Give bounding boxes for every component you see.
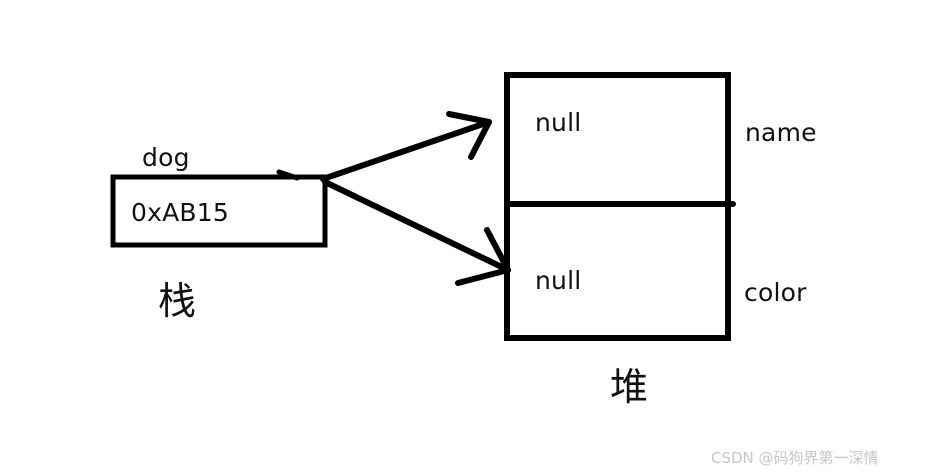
stack-cell-value: 0xAB15 xyxy=(131,198,229,227)
arrow-to-color-field xyxy=(322,179,511,286)
heap-region-label: 堆 xyxy=(610,365,649,409)
pen-tick-mark xyxy=(276,169,300,181)
arrow-to-name-field xyxy=(320,111,492,182)
watermark: CSDN @码狗界第一深情 xyxy=(711,449,879,467)
heap-color-field-label: color xyxy=(744,278,807,307)
heap-name-value: null xyxy=(535,108,582,137)
stack-variable-label: dog xyxy=(142,143,190,172)
stack-region-label: 栈 xyxy=(158,279,197,323)
heap-color-value: null xyxy=(535,266,582,295)
heap-name-field-label: name xyxy=(745,118,817,147)
stack-box xyxy=(110,174,328,248)
